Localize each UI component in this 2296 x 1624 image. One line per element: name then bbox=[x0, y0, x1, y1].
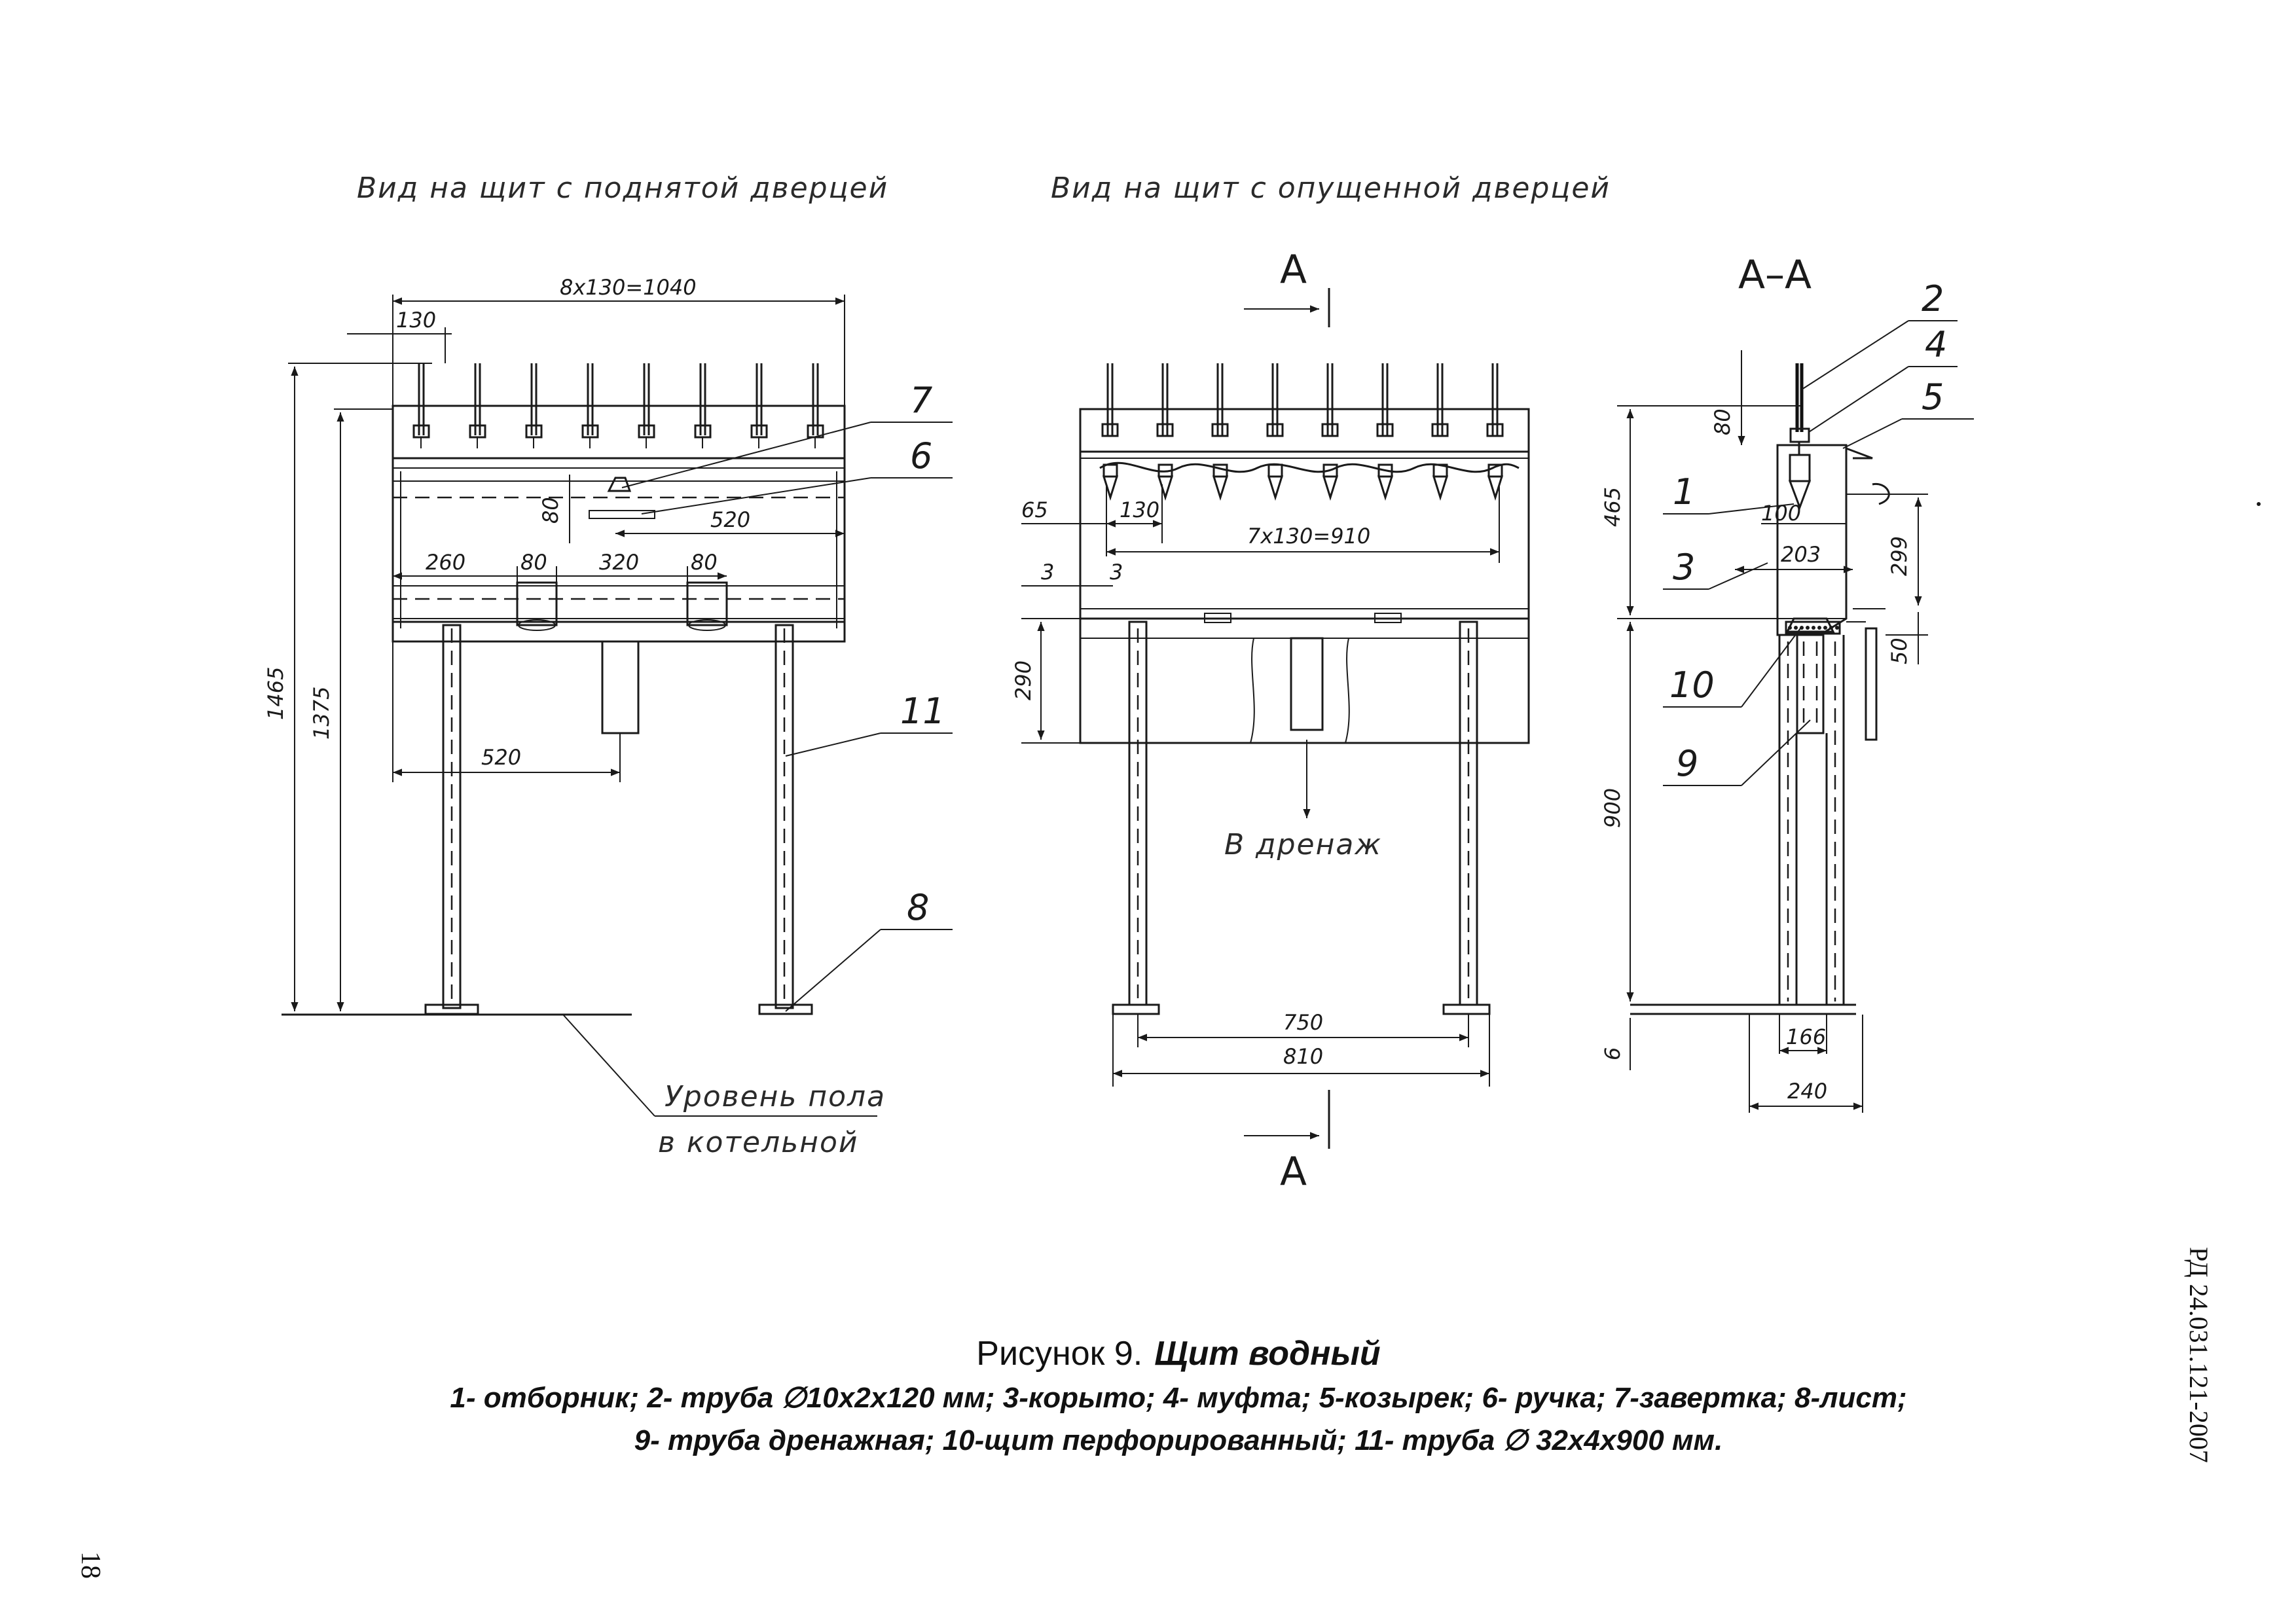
dim-50: 50 bbox=[1887, 638, 1912, 664]
perforation-dot bbox=[1817, 626, 1821, 630]
dim-total-height: 1465 bbox=[263, 667, 288, 720]
section-title: А–А bbox=[1738, 252, 1812, 298]
dim-100: 100 bbox=[1761, 501, 1801, 526]
sampler-tube bbox=[750, 363, 768, 448]
perforation-dot bbox=[1806, 626, 1810, 630]
floor-note-line1: Уровень пола bbox=[665, 1080, 886, 1113]
sampler-tube bbox=[1486, 363, 1504, 501]
left-view: 8х130=1040 130 1465 1375 80 520 260 80 3… bbox=[263, 275, 953, 1159]
dim-299: 299 bbox=[1887, 536, 1912, 576]
dim-handle-offset: 80 bbox=[538, 497, 563, 524]
dim-leg-span: 520 bbox=[481, 745, 521, 770]
svg-text:Рисунок 9. Щит водный: Рисунок 9. Щит водный bbox=[976, 1335, 1380, 1373]
dim-240: 240 bbox=[1787, 1079, 1827, 1104]
speck-dot bbox=[2257, 502, 2261, 506]
callout-5: 5 bbox=[1922, 376, 1944, 418]
sampler-tube bbox=[581, 363, 599, 448]
callout-9: 9 bbox=[1676, 743, 1698, 784]
callout-11: 11 bbox=[900, 691, 945, 732]
dim-320: 320 bbox=[599, 550, 639, 575]
drain-note: В дренаж bbox=[1224, 828, 1382, 861]
perforation-dot bbox=[1823, 626, 1827, 630]
callout-6: 6 bbox=[910, 435, 932, 477]
sampler-tube bbox=[1101, 363, 1119, 501]
document-code: РД 24.031.121-2007 bbox=[2184, 1247, 2214, 1463]
view-title-lowered-door: Вид на щит с опущенной дверцей bbox=[1051, 171, 1611, 205]
figure-caption: Рисунок 9. Щит водный 1- отборник; 2- тр… bbox=[450, 1335, 1906, 1456]
dim-6: 6 bbox=[1600, 1047, 1625, 1060]
dim-handle-span: 520 bbox=[710, 507, 750, 532]
dim-65: 65 bbox=[1021, 497, 1048, 522]
perforation-dot bbox=[1794, 626, 1798, 630]
sampler-tube bbox=[525, 363, 543, 448]
sampler-tube bbox=[1321, 363, 1339, 501]
sampler-tube bbox=[694, 363, 712, 448]
perforation-dot bbox=[1788, 626, 1792, 630]
perforation-dot bbox=[1829, 626, 1833, 630]
sampler-tube bbox=[1376, 363, 1394, 501]
dim-900: 900 bbox=[1600, 788, 1625, 828]
perforation-dot bbox=[1812, 626, 1815, 630]
dim-3-a: 3 bbox=[1041, 560, 1054, 585]
callout-7: 7 bbox=[910, 380, 932, 421]
sampler-tube bbox=[638, 363, 655, 448]
perforation-dot bbox=[1835, 626, 1839, 630]
dim-pitch: 130 bbox=[396, 308, 436, 333]
sampler-tube bbox=[1431, 363, 1449, 501]
dim-465: 465 bbox=[1600, 487, 1625, 527]
dim-130: 130 bbox=[1120, 497, 1159, 522]
middle-view: А В дренаж 65 130 bbox=[1011, 247, 1530, 1195]
dim-166: 166 bbox=[1786, 1024, 1826, 1049]
figure-name: Щит водный bbox=[1154, 1335, 1380, 1373]
sampler-tube bbox=[1156, 363, 1174, 501]
callout-3: 3 bbox=[1673, 547, 1695, 588]
callout-4: 4 bbox=[1925, 324, 1947, 365]
section-mark-top: А bbox=[1280, 247, 1307, 293]
sampler-tube bbox=[1266, 363, 1284, 501]
dim-80-a: 80 bbox=[520, 550, 547, 575]
dim-80-b: 80 bbox=[691, 550, 718, 575]
page-number: 18 bbox=[75, 1551, 105, 1579]
section-view: 465 80 100 203 299 50 900 6 166 240 2 4 … bbox=[1600, 278, 1974, 1113]
callout-8: 8 bbox=[907, 887, 929, 928]
section-mark-bottom: А bbox=[1280, 1149, 1307, 1195]
callout-10: 10 bbox=[1669, 664, 1715, 706]
dim-3-b: 3 bbox=[1110, 560, 1123, 585]
floor-note-line2: в котельной bbox=[658, 1126, 858, 1159]
sampler-tube bbox=[412, 363, 430, 448]
sampler-tube bbox=[469, 363, 486, 448]
dim-203: 203 bbox=[1781, 542, 1821, 567]
dim-260: 260 bbox=[426, 550, 465, 575]
legend-line-2: 9- труба дренажная; 10-щит перфорированн… bbox=[634, 1424, 1723, 1456]
callout-1: 1 bbox=[1673, 471, 1695, 513]
dim-top-span: 8х130=1040 bbox=[560, 275, 697, 300]
dim-80: 80 bbox=[1710, 408, 1735, 435]
view-title-raised-door: Вид на щит с поднятой дверцей bbox=[357, 171, 888, 205]
sampler-tube bbox=[1211, 363, 1229, 501]
dim-750: 750 bbox=[1283, 1010, 1323, 1035]
dim-span-910: 7х130=910 bbox=[1247, 524, 1370, 549]
dim-290: 290 bbox=[1011, 660, 1036, 700]
legend-line-1: 1- отборник; 2- труба ∅10х2х120 мм; 3-ко… bbox=[450, 1382, 1906, 1414]
dim-810: 810 bbox=[1283, 1044, 1323, 1069]
dim-height-to-top: 1375 bbox=[309, 687, 334, 740]
callout-2: 2 bbox=[1922, 278, 1944, 319]
figure-number: Рисунок 9. bbox=[976, 1335, 1142, 1373]
